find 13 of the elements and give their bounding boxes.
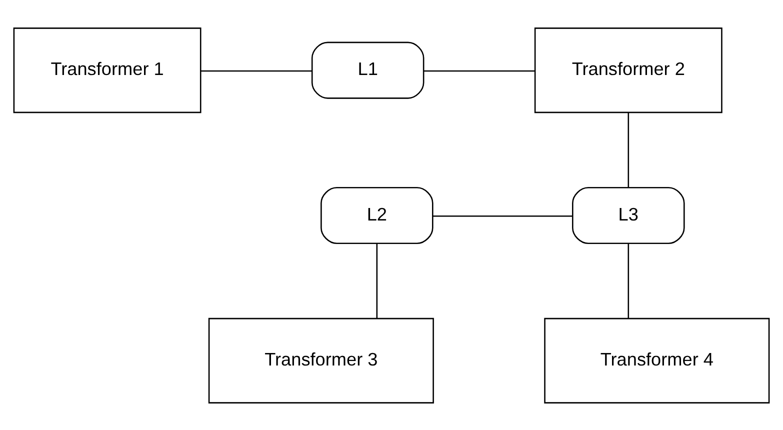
connector: [628, 112, 630, 188]
connector: [200, 70, 312, 72]
connector: [432, 215, 572, 216]
node-box: Transformer 1: [13, 27, 202, 113]
node-box: Transformer 4: [544, 317, 770, 403]
connector: [628, 242, 630, 318]
node-box: L1: [311, 41, 424, 98]
node-box: Transformer 3: [208, 317, 434, 403]
connector: [424, 70, 535, 72]
node-box: L2: [320, 186, 434, 244]
connector: [376, 242, 378, 318]
node-box: Transformer 2: [534, 27, 722, 113]
node-box: L3: [572, 186, 685, 244]
